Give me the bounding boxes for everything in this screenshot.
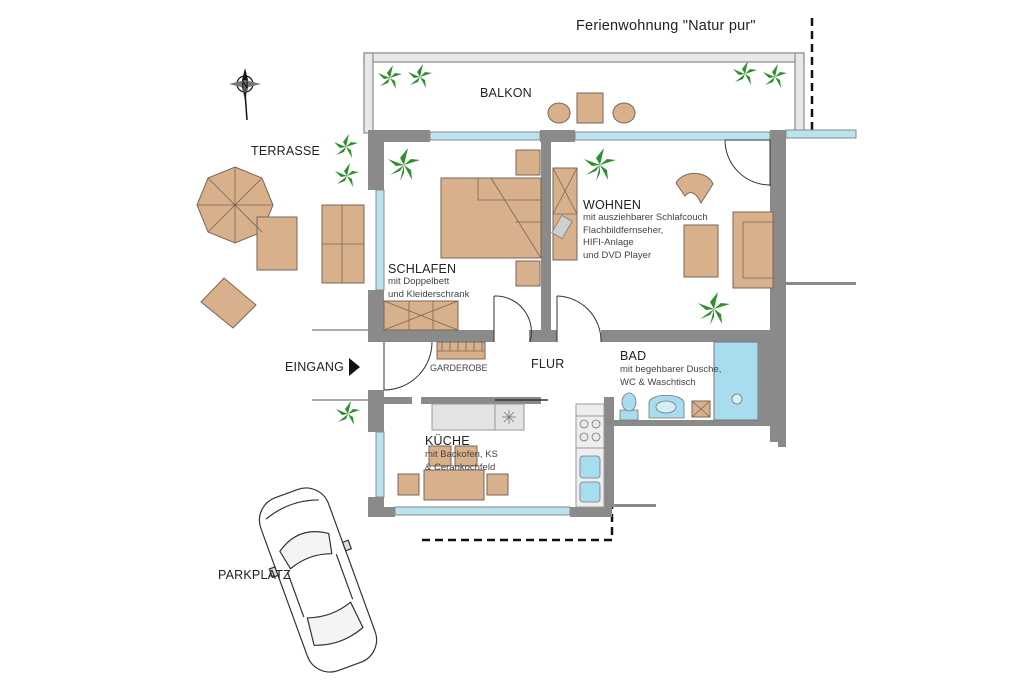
plant-entrance bbox=[336, 401, 360, 425]
plant-balcony-3 bbox=[733, 61, 757, 85]
garderobe-hooks bbox=[441, 342, 483, 351]
sofa bbox=[732, 211, 774, 289]
plant-living-2 bbox=[698, 292, 730, 325]
parasol-ribs bbox=[197, 167, 273, 243]
toilet-icon bbox=[619, 392, 639, 421]
room-label-bad: BAD bbox=[620, 349, 647, 363]
tv-icon bbox=[551, 214, 573, 240]
room-label-parkplatz: PARKPLATZ bbox=[218, 568, 291, 582]
plant-terrace-2 bbox=[335, 163, 359, 187]
balcony-stool-left bbox=[547, 102, 571, 124]
svg-text:N: N bbox=[242, 80, 249, 90]
cooktop-icon bbox=[579, 419, 601, 442]
terrace-chair-2 bbox=[200, 277, 257, 329]
armchair bbox=[675, 172, 714, 205]
shower-drain bbox=[731, 393, 743, 405]
room-label-eingang: EINGANG bbox=[285, 360, 345, 374]
car-icon bbox=[258, 487, 378, 673]
wall-extensions bbox=[612, 137, 856, 507]
kitchen-chair-2 bbox=[454, 445, 478, 467]
balcony-stool-right bbox=[612, 102, 636, 124]
room-label-balkon: BALKON bbox=[480, 86, 532, 100]
room-label-kueche: KÜCHE bbox=[425, 434, 470, 448]
plant-icons bbox=[334, 61, 787, 425]
plant-balcony-1 bbox=[378, 65, 402, 89]
room-label-terrasse: TERRASSE bbox=[251, 144, 320, 158]
room-desc-schlafen: mit Doppelbett und Kleiderschrank bbox=[388, 276, 470, 300]
double-bed bbox=[440, 177, 542, 259]
plant-living-1 bbox=[584, 148, 616, 181]
page-title: Ferienwohnung "Natur pur" bbox=[576, 18, 756, 34]
plant-terrace-1 bbox=[334, 134, 358, 158]
plant-balcony-2 bbox=[408, 64, 432, 88]
kitchen-chair-4 bbox=[486, 473, 509, 496]
room-desc-wohnen: mit ausziehbarer Schlafcouch Flachbildfe… bbox=[583, 212, 708, 261]
garderobe-rack bbox=[436, 341, 486, 360]
kitchen-appliances bbox=[579, 455, 601, 503]
plant-bedroom bbox=[388, 148, 420, 181]
washbasin-icon bbox=[648, 394, 685, 419]
sink-icon bbox=[502, 410, 516, 424]
nightstand-top bbox=[515, 149, 541, 176]
plant-balcony-4 bbox=[763, 64, 787, 88]
doors bbox=[383, 139, 771, 391]
bath-wall-block bbox=[758, 342, 770, 420]
nightstand-bottom bbox=[515, 260, 541, 287]
kitchen-table bbox=[423, 469, 485, 501]
furniture-details bbox=[200, 167, 773, 352]
room-label-garderobe: GARDEROBE bbox=[430, 363, 488, 373]
shower bbox=[713, 341, 759, 421]
entrance-marker bbox=[312, 329, 368, 401]
room-desc-kueche: mit Backofen, KS & Cerankochfeld bbox=[425, 449, 498, 473]
entrance-arrow-icon bbox=[349, 358, 360, 376]
north-arrow-icon: N bbox=[229, 68, 261, 121]
room-label-schlafen: SCHLAFEN bbox=[388, 262, 457, 276]
room-desc-bad: mit begehbarer Dusche, WC & Waschtisch bbox=[620, 364, 722, 388]
room-label-flur: FLUR bbox=[531, 357, 565, 371]
kitchen-chair-1 bbox=[428, 445, 452, 467]
kitchen-chair-3 bbox=[397, 473, 420, 496]
balcony-table bbox=[576, 92, 604, 124]
walls bbox=[368, 130, 786, 517]
bath-cabinet-x2 bbox=[691, 400, 711, 418]
coffee-table bbox=[683, 224, 719, 278]
terrace-chair-1 bbox=[256, 216, 298, 271]
room-label-wohnen: WOHNEN bbox=[583, 198, 642, 212]
